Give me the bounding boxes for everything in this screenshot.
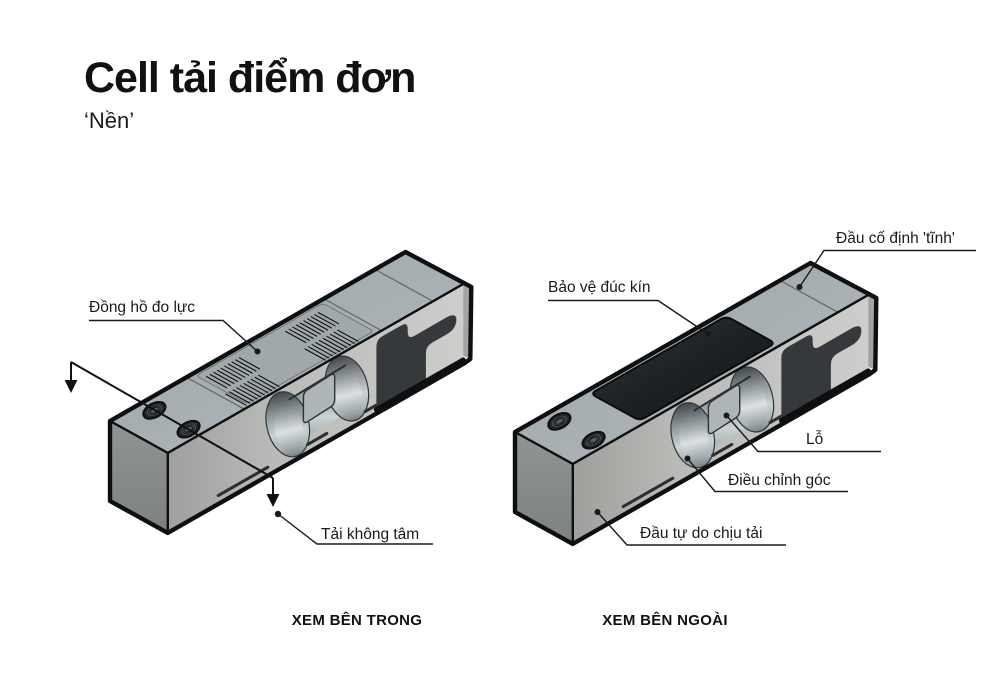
load-axis-annotation xyxy=(64,361,280,507)
callout-corner-adjust: Điều chỉnh góc xyxy=(684,455,848,493)
callout-strain-gauge: Đồng hồ đo lực xyxy=(89,299,261,355)
page-subtitle: ‘Nền’ xyxy=(84,108,135,133)
page-title: Cell tải điểm đơn xyxy=(84,54,416,102)
load-axis-line xyxy=(70,361,274,479)
callout-eccentric-load: Tải không tâm xyxy=(274,510,433,545)
caption-outside-view: XEM BÊN NGOÀI xyxy=(602,611,728,629)
callout-potted-seal: Bảo vệ đúc kín xyxy=(548,279,711,337)
loadcell-inside-view xyxy=(107,249,474,536)
callout-free-end: Đầu tự do chịu tải xyxy=(594,509,786,546)
down-arrow-icon xyxy=(266,494,280,507)
label-hole: Lỗ xyxy=(806,431,823,448)
label-corner-adjust: Điều chỉnh góc xyxy=(728,472,831,489)
label-potted-seal: Bảo vệ đúc kín xyxy=(548,279,651,296)
label-fixed-end: Đầu cố định 'tĩnh' xyxy=(836,230,955,247)
loadcell-outside-view xyxy=(512,260,879,547)
threaded-hole-icon xyxy=(547,411,572,431)
label-strain-gauge: Đồng hồ đo lực xyxy=(89,299,195,316)
callout-fixed-end: Đầu cố định 'tĩnh' xyxy=(796,230,976,290)
label-free-end: Đầu tự do chịu tải xyxy=(640,525,762,542)
down-arrow-icon xyxy=(64,380,78,393)
threaded-hole-icon xyxy=(581,430,606,450)
callout-hole: Lỗ xyxy=(723,412,881,453)
label-eccentric-load: Tải không tâm xyxy=(321,526,419,543)
caption-inside-view: XEM BÊN TRONG xyxy=(292,611,423,629)
